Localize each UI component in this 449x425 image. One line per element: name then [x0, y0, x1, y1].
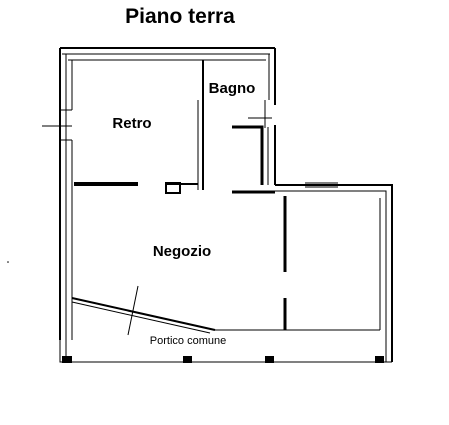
room-label-negozio: Negozio	[153, 243, 211, 260]
outer-walls	[42, 47, 393, 362]
shop-front	[59, 285, 392, 363]
room-label-retro: Retro	[112, 115, 151, 132]
interior-walls	[74, 60, 287, 330]
room-label-bagno: Bagno	[209, 80, 256, 97]
plan-title: Piano terra	[125, 5, 235, 28]
stray-dot	[7, 261, 9, 263]
room-label-portico: Portico comune	[150, 335, 226, 347]
